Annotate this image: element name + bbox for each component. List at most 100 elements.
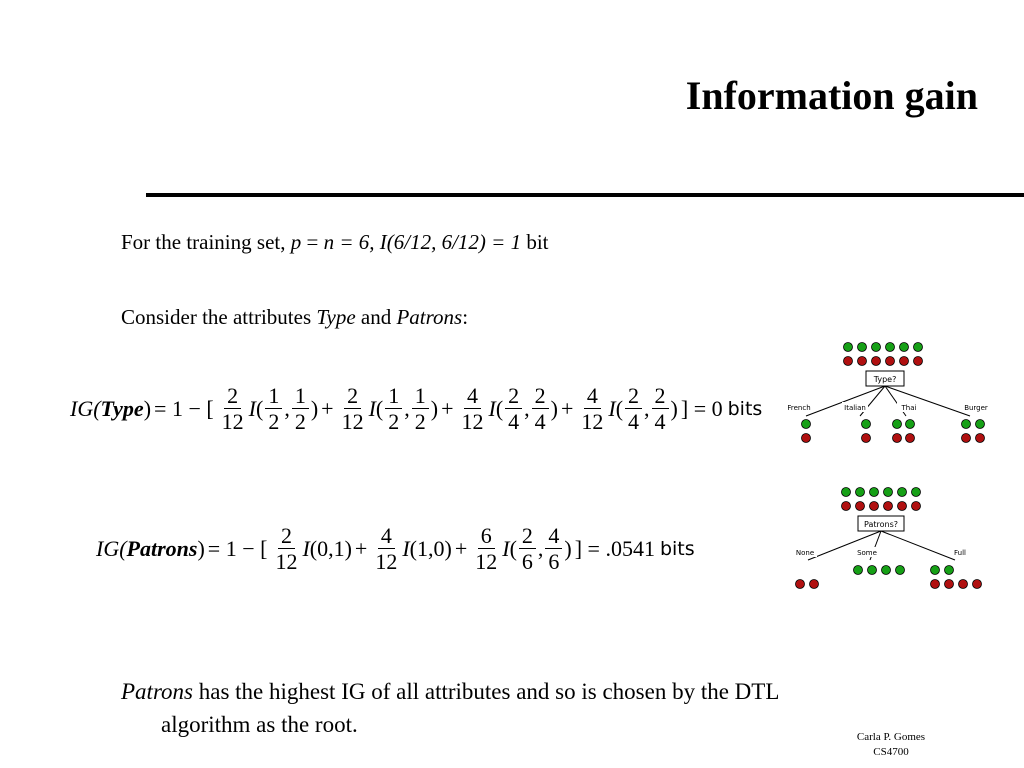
none-examples (795, 579, 819, 589)
fraction-numerator: 1 (385, 384, 403, 410)
paren-close: ) (310, 395, 319, 421)
p-variable: p (290, 230, 302, 254)
thai-examples (892, 419, 915, 443)
entropy-function: I (402, 535, 410, 561)
attributes-line: Consider the attributes Type and Patrons… (121, 305, 468, 330)
fraction-numerator: 2 (651, 384, 669, 410)
fraction-numerator: 2 (224, 384, 242, 410)
fraction-numerator: 1 (411, 384, 429, 410)
branch-label-thai: Thai (901, 404, 917, 412)
comma: , (537, 535, 544, 561)
plus-sign: + (454, 535, 468, 561)
paren-close: ) (550, 395, 558, 421)
paren-open: ( (375, 395, 384, 421)
ig-type-lhs-prefix: IG( (70, 395, 101, 421)
type-node-label: Type? (873, 375, 897, 384)
colon-text: : (462, 305, 469, 329)
ig-patrons-term1-arg: (0,1) (309, 535, 352, 561)
fraction-denominator: 4 (628, 409, 640, 435)
fraction-denominator: 12 (275, 549, 298, 575)
fraction-numerator: 4 (463, 384, 481, 410)
burger-examples (961, 419, 985, 443)
fraction-numerator: 4 (545, 524, 563, 550)
training-set-line: For the training set, p = n = 6, I(6/12,… (121, 230, 549, 255)
paren-open: ( (615, 395, 624, 421)
root-examples (843, 342, 923, 366)
branch-label-burger: Burger (964, 404, 988, 412)
fraction-numerator: 2 (505, 384, 523, 410)
entropy-expression: = 6, I(6/12, 6/12) = 1 (334, 230, 522, 254)
comma: , (404, 395, 410, 421)
fraction-denominator: 12 (221, 409, 244, 435)
ig-type-lhs-close: ) (143, 395, 152, 421)
ig-type-lhs-attr: Type (100, 395, 144, 421)
fraction-denominator: 12 (375, 549, 398, 575)
fraction-numerator: 6 (477, 524, 495, 550)
patrons-branches (807, 530, 956, 561)
n-variable: n (323, 230, 335, 254)
paren-close: ) (430, 395, 439, 421)
paren-open: ( (495, 395, 504, 421)
title-rule (146, 193, 1024, 197)
branch-label-french: French (787, 404, 810, 412)
entropy-function: I (502, 535, 510, 561)
plus-sign: + (321, 395, 334, 421)
fraction-denominator: 2 (294, 409, 306, 435)
attributes-prefix: Consider the attributes (121, 305, 317, 329)
branch-label-some: Some (857, 549, 877, 557)
ig-patrons-equals: = 1 − [ (207, 535, 268, 561)
ig-patrons-term2-arg: (1,0) (409, 535, 452, 561)
paren-open: ( (256, 395, 264, 421)
type-attribute: Type (316, 305, 356, 329)
fraction-numerator: 2 (625, 384, 643, 410)
plus-sign: + (560, 395, 574, 421)
fraction-denominator: 4 (534, 409, 546, 435)
ig-type-equals: = 1 − [ (154, 395, 214, 421)
comma: , (524, 395, 530, 421)
patrons-split-tree: Patrons? None Some Full (793, 487, 982, 589)
ig-patrons-lhs-attr: Patrons (126, 535, 198, 561)
footer-author: Carla P. Gomes (856, 731, 926, 743)
plus-sign: + (441, 395, 454, 421)
french-examples (801, 419, 811, 443)
ig-patrons-result: ] = .0541 (574, 535, 655, 561)
fraction-denominator: 6 (521, 549, 533, 575)
conclusion-line2: algorithm as the root. (161, 712, 358, 737)
fraction-denominator: 2 (388, 409, 400, 435)
conclusion-line1: has the highest IG of all attributes and… (193, 679, 780, 704)
fraction-denominator: 4 (508, 409, 520, 435)
entropy-function: I (302, 535, 310, 561)
plus-sign: + (354, 535, 368, 561)
paren-close: ) (564, 535, 572, 561)
branch-label-italian: Italian (844, 404, 866, 412)
footer-course: CS4700 (873, 746, 909, 758)
ig-patrons-lhs-close: ) (197, 535, 205, 561)
fraction-denominator: 2 (414, 409, 426, 435)
some-examples (853, 565, 905, 575)
fraction-denominator: 12 (461, 409, 484, 435)
comma: , (284, 395, 290, 421)
branch-label-none: None (796, 549, 814, 557)
type-branches (805, 385, 971, 417)
paren-open: ( (509, 535, 517, 561)
ig-type-result: ] = 0 (680, 395, 723, 421)
italian-examples (861, 419, 871, 443)
fraction-numerator: 2 (518, 524, 536, 550)
entropy-function: I (368, 395, 376, 421)
fraction-numerator: 1 (291, 384, 309, 410)
